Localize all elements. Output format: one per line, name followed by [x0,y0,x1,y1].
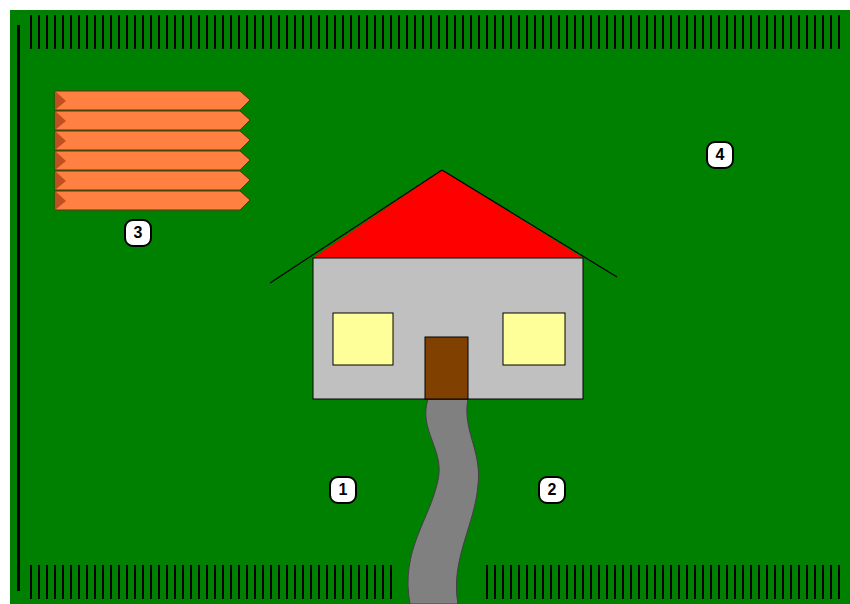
callout-text: 1 [339,482,348,498]
bottom-fence-right [480,565,842,599]
garden-path [408,399,479,604]
callout-number: 4 [706,141,734,169]
lawn [10,10,850,604]
wood-pile [55,91,250,210]
bottom-fence-left [24,565,396,599]
callout-number: 2 [538,476,566,504]
window [333,313,393,365]
top-fence [30,15,842,49]
house-wall [313,258,583,399]
callout-text: 2 [548,482,557,498]
door [425,337,468,399]
callout-text: 4 [716,147,725,163]
callout-number: 3 [124,219,152,247]
left-fence [17,25,20,591]
callout-text: 3 [134,225,143,241]
callout-number: 1 [329,476,357,504]
window [503,313,565,365]
roof [313,170,583,258]
